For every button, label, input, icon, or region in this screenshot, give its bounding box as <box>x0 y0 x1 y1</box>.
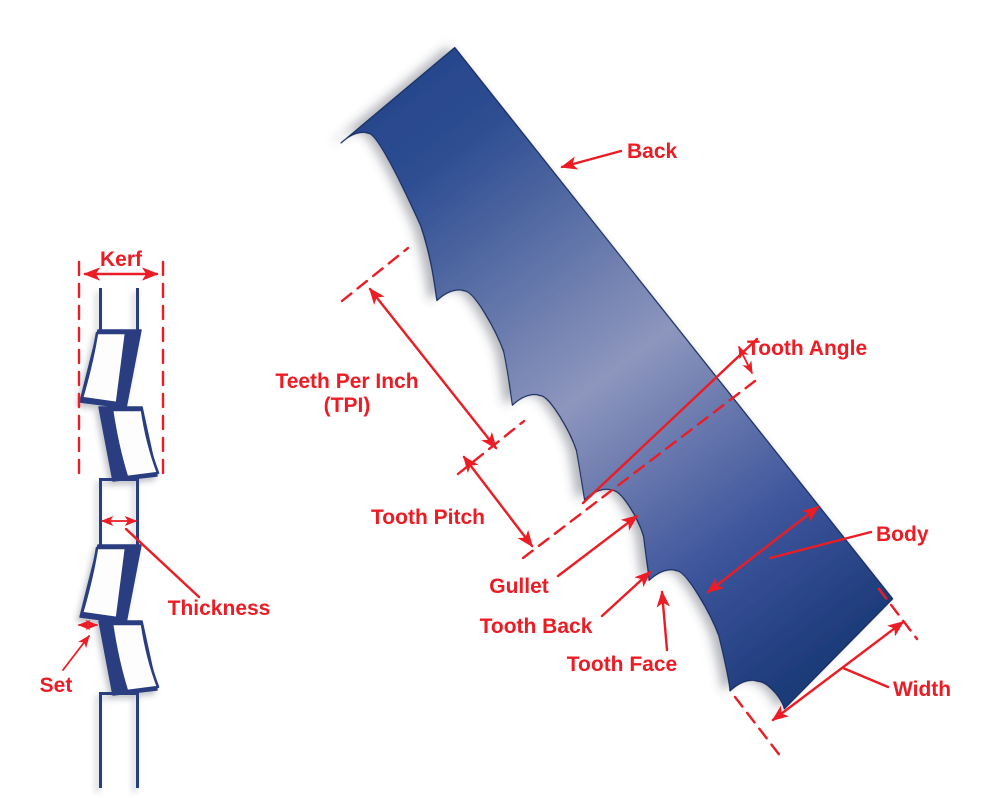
cross-section-illustration <box>79 288 160 788</box>
cross-section-tooth-left-1-face <box>80 331 128 405</box>
width-leader-line <box>841 666 890 689</box>
tooth-angle-dimension-arrow <box>738 345 753 375</box>
annotation-thickness: Thickness <box>100 515 271 620</box>
cross-section-body-segment-top <box>99 288 139 331</box>
tooth-angle-reference-line <box>581 337 759 505</box>
cross-section-tooth-right-1-face <box>110 408 160 479</box>
tpi-dimension-arrow <box>368 287 498 450</box>
annotation-tooth-angle: Tooth Angle <box>521 337 867 560</box>
body-dimension-arrow <box>706 505 820 594</box>
back-leader-line <box>560 149 623 170</box>
tooth-back-leader-line <box>600 570 652 618</box>
gullet-label: Gullet <box>489 575 549 598</box>
tpi-top-tick-dashed <box>340 246 410 303</box>
width-label: Width <box>893 678 951 701</box>
tpi-label-line2: (TPI) <box>324 394 371 417</box>
width-dimension-arrow <box>771 620 905 722</box>
tooth-pitch-mid-tick-dashed <box>456 419 526 476</box>
back-label: Back <box>627 140 678 163</box>
tpi-label-line1: Teeth Per Inch <box>275 370 418 393</box>
thickness-leader-line <box>124 527 201 599</box>
annotation-set: Set <box>40 619 99 697</box>
annotation-width: Width <box>733 587 951 759</box>
width-corner-tick-dashed <box>877 587 919 641</box>
thickness-label: Thickness <box>168 597 271 620</box>
set-leader-line <box>62 634 90 671</box>
width-tip-tick-dashed <box>733 695 783 759</box>
annotation-tooth-face: Tooth Face <box>567 590 677 676</box>
tooth-angle-label: Tooth Angle <box>747 337 867 360</box>
cross-section-tooth-left-2-face <box>80 546 128 620</box>
annotation-gullet: Gullet <box>489 514 639 598</box>
cross-section-tooth-right-2-face <box>110 622 160 693</box>
body-label: Body <box>876 523 929 546</box>
tooth-face-leader-line <box>656 590 670 652</box>
cross-section-body-segment-bottom <box>99 692 139 788</box>
kerf-label: Kerf <box>100 248 143 271</box>
tooth-angle-pitch-reference-dashed-line <box>521 379 757 560</box>
tooth-face-label: Tooth Face <box>567 653 677 676</box>
annotation-kerf: Kerf <box>77 248 165 480</box>
tooth-pitch-label: Tooth Pitch <box>371 506 485 529</box>
annotation-body: Body <box>706 505 929 594</box>
tooth-pitch-dimension-arrow <box>462 455 534 548</box>
annotation-tooth-pitch: Tooth Pitch <box>371 419 534 548</box>
annotation-back: Back <box>560 140 678 170</box>
tooth-back-label: Tooth Back <box>480 615 593 638</box>
annotation-tooth-back: Tooth Back <box>480 570 652 638</box>
gullet-leader-line <box>556 514 639 578</box>
annotation-teeth-per-inch: Teeth Per Inch (TPI) <box>275 246 498 450</box>
set-label: Set <box>40 674 73 697</box>
